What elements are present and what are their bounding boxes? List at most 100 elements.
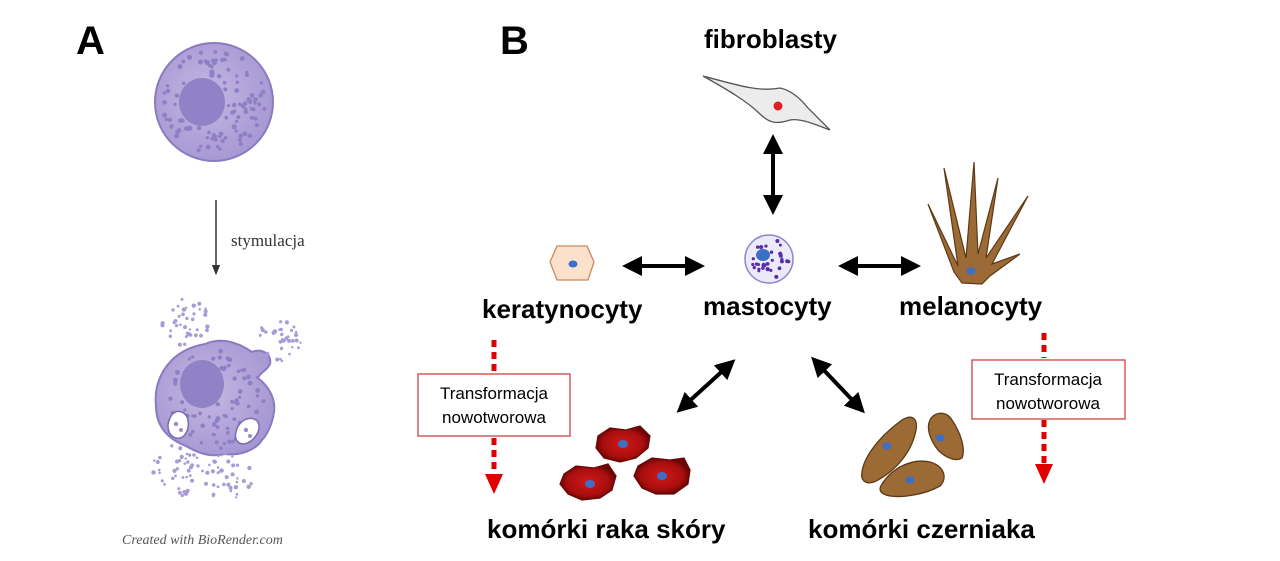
granule-dot xyxy=(205,324,210,329)
granule-dot xyxy=(186,468,191,473)
granule-dot xyxy=(163,483,166,486)
granule-dot xyxy=(222,482,226,487)
granule-dot xyxy=(160,479,164,483)
keratinocyte-nucleus xyxy=(568,260,578,268)
granule-dot xyxy=(762,263,767,268)
transformation-right: Transformacja nowotworowa xyxy=(971,333,1126,484)
stimulation-label: stymulacja xyxy=(231,231,305,250)
transformation-right-line2: nowotworowa xyxy=(996,394,1100,413)
granule-dot xyxy=(155,460,160,464)
granule-dot xyxy=(253,97,258,102)
granule-dot xyxy=(205,136,209,140)
granule-dot xyxy=(227,363,231,368)
granule-dot xyxy=(205,144,211,150)
granule-dot xyxy=(162,91,166,95)
granule-dot xyxy=(765,262,769,266)
granule-dot xyxy=(205,328,209,333)
granule-dot xyxy=(235,463,239,467)
arrow-mastcell-melanoma xyxy=(811,356,865,414)
granule-dot xyxy=(197,301,202,306)
granule-dot xyxy=(222,80,227,85)
granule-dot xyxy=(190,478,195,483)
granule-dot xyxy=(175,129,180,135)
granule-dot xyxy=(235,80,240,85)
granule-dot xyxy=(199,333,203,338)
granule-dot xyxy=(774,274,779,279)
granule-dot xyxy=(222,441,227,446)
granule-dot xyxy=(226,431,230,435)
released-granules xyxy=(151,297,302,499)
granule-dot xyxy=(204,60,211,66)
granule-dot xyxy=(182,490,187,494)
granule-dot xyxy=(240,103,245,108)
granule-dot xyxy=(193,414,197,418)
granule-dot xyxy=(187,357,191,361)
granule-dot xyxy=(196,148,201,153)
granule-dot xyxy=(216,145,220,149)
melanoma-cells xyxy=(861,412,964,498)
granule-dot xyxy=(216,466,220,469)
granule-dot xyxy=(216,485,220,489)
granule-dot xyxy=(238,102,242,106)
granule-dot xyxy=(769,250,774,254)
granule-dot xyxy=(242,376,247,381)
granule-dot xyxy=(764,244,768,248)
granule-dot xyxy=(192,453,196,457)
granule-dot xyxy=(207,130,211,135)
granule-dot xyxy=(238,395,242,399)
granule-dot xyxy=(230,440,235,444)
granule-dot xyxy=(177,487,181,491)
granule-dot xyxy=(236,115,241,120)
granule-dot xyxy=(223,87,228,92)
panel-a-letter: A xyxy=(76,19,105,63)
granule-dot xyxy=(211,356,216,361)
granule-dot xyxy=(261,399,266,404)
granule-dot xyxy=(216,74,222,79)
keratinocyte-cell xyxy=(549,245,595,281)
granule-dot xyxy=(174,323,179,328)
granule-dot xyxy=(249,93,255,98)
granule-dot xyxy=(225,426,230,431)
granule-dot xyxy=(237,389,243,394)
granule-dot xyxy=(272,329,278,334)
granule-dot xyxy=(259,81,264,85)
granule-dot xyxy=(258,333,262,337)
granule-dot xyxy=(158,468,161,472)
fibroblast-cell xyxy=(702,75,831,131)
granule-dot xyxy=(217,454,220,458)
granule-dot xyxy=(190,355,195,359)
granule-dot xyxy=(164,117,169,122)
granule-dot xyxy=(162,112,168,118)
granule-dot xyxy=(229,489,233,493)
granule-dot xyxy=(180,297,184,301)
granule-dot xyxy=(207,415,211,419)
granule-dot xyxy=(231,124,237,130)
granule-dot xyxy=(168,396,173,401)
granule-dot xyxy=(231,455,234,458)
granule-dot xyxy=(220,138,225,144)
granule-dot xyxy=(185,475,188,479)
granule-dot xyxy=(257,102,262,107)
granule-dot xyxy=(188,474,192,477)
granule-dot xyxy=(212,494,215,498)
granule-dot xyxy=(221,367,226,372)
granule-dot xyxy=(203,312,208,317)
granule-dot xyxy=(219,446,223,450)
granule-dot xyxy=(195,456,199,460)
granule-dot xyxy=(190,317,195,322)
granule-dot xyxy=(223,57,227,62)
granule-dot xyxy=(215,402,220,407)
granule-dot xyxy=(254,122,260,128)
granule-dot xyxy=(223,451,228,455)
transformation-right-line1: Transformacja xyxy=(994,370,1103,389)
granule-dot xyxy=(279,320,283,324)
granule-dot xyxy=(181,59,186,64)
granule-dot xyxy=(260,328,265,333)
granule-dot xyxy=(754,262,759,266)
granule-dot xyxy=(231,463,236,468)
granule-dot xyxy=(213,137,218,142)
granule-dot xyxy=(226,103,231,108)
granule-dot xyxy=(262,106,267,111)
granule-dot xyxy=(761,266,765,270)
transformation-left-line2: nowotworowa xyxy=(442,408,546,427)
